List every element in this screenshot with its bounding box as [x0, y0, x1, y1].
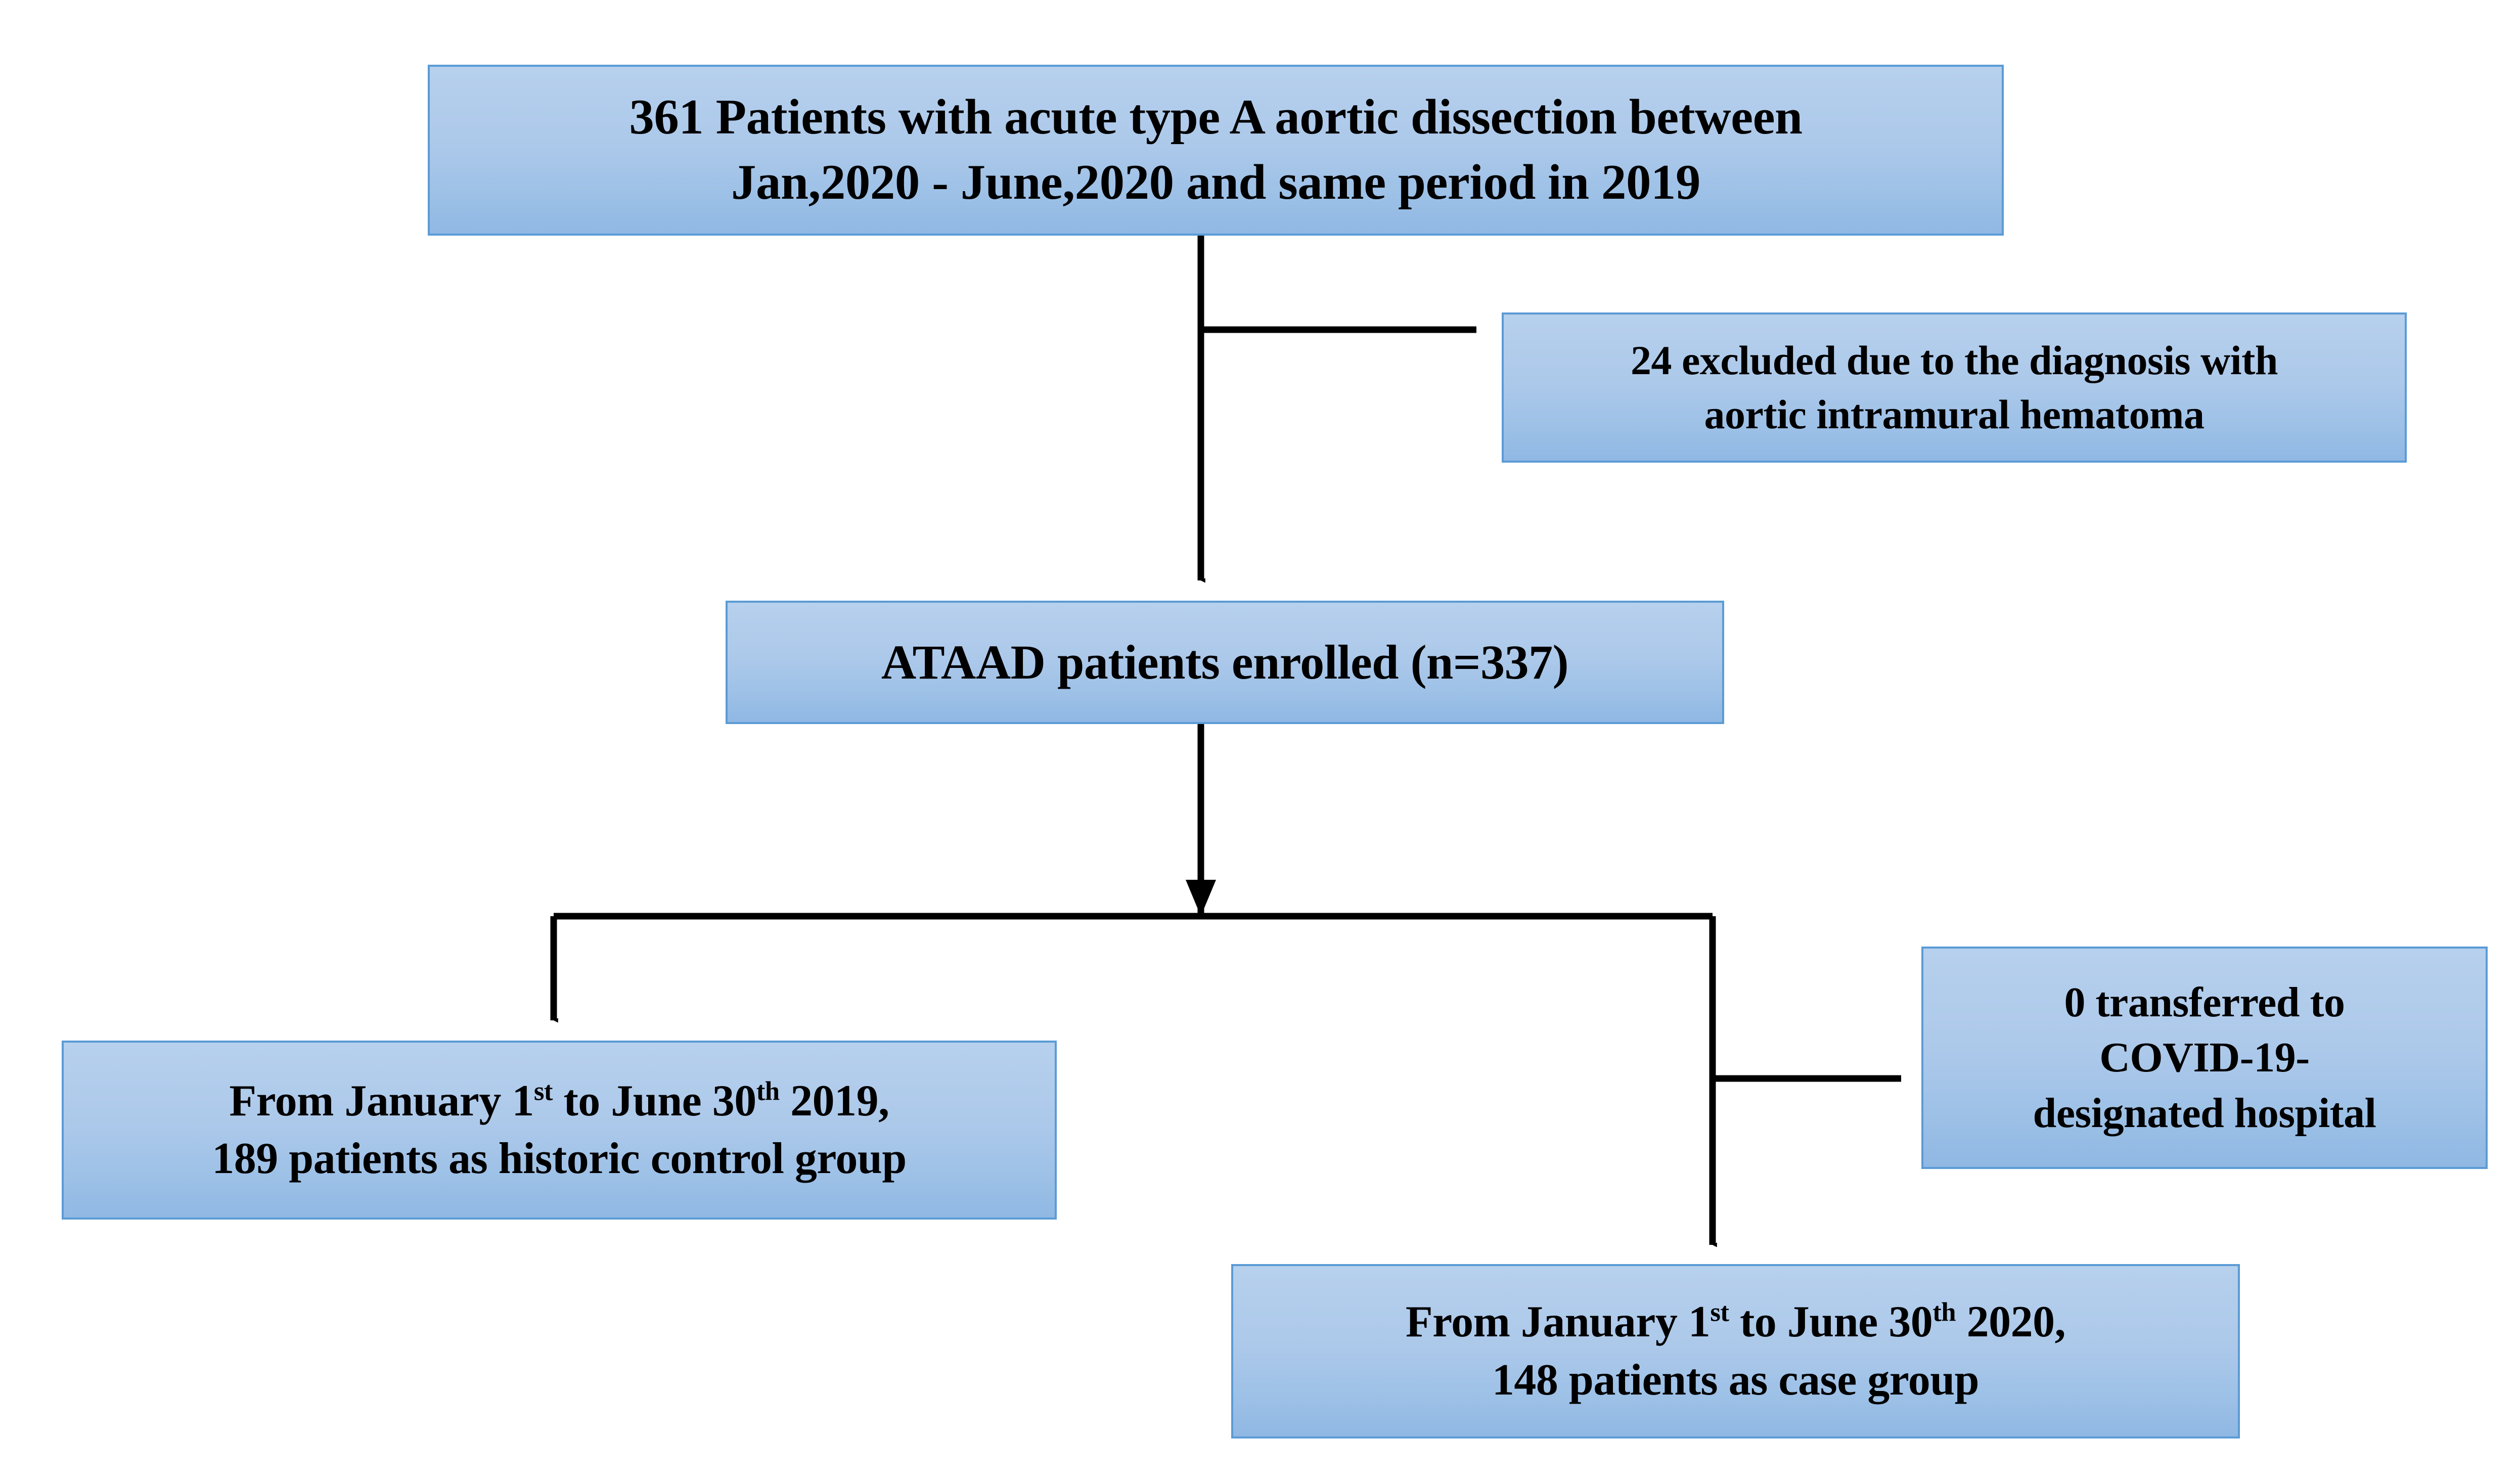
node-total-text: 361 Patients with acute type A aortic di…: [439, 85, 1993, 215]
edge-enrolled-to-split: [1186, 724, 1216, 919]
node-control-2019-line1: From January 1st to June 30th 2019,: [229, 1076, 889, 1126]
node-control-2019-ordinal-st: st: [533, 1076, 553, 1106]
node-historic-control-group-2019: From January 1st to June 30th 2019, 189 …: [62, 1041, 1057, 1220]
node-covid-line2: COVID-19-: [2099, 1034, 2310, 1082]
node-case-group-2020: From January 1st to June 30th 2020, 148 …: [1231, 1264, 2240, 1438]
node-enrolled-text: ATAAD patients enrolled (n=337): [881, 635, 1569, 689]
node-excluded-text: 24 excluded due to the diagnosis with ao…: [1513, 334, 2396, 441]
node-case-2020-ordinal-th: th: [1932, 1297, 1956, 1327]
node-case-2020-line1-post: 2020,: [1956, 1297, 2066, 1347]
node-excluded-patients: 24 excluded due to the diagnosis with ao…: [1502, 312, 2407, 463]
node-case-2020-line1-mid: to June 30: [1729, 1297, 1933, 1347]
node-ataad-enrolled: ATAAD patients enrolled (n=337): [726, 601, 1724, 724]
node-case-2020-line1: From January 1st to June 30th 2020,: [1405, 1297, 2066, 1347]
node-case-2020-ordinal-st: st: [1710, 1297, 1729, 1327]
node-covid-line1: 0 transferred to: [2064, 979, 2345, 1026]
node-case-2020-line2: 148 patients as case group: [1492, 1355, 1980, 1405]
node-total-line2: Jan,2020 - June,2020 and same period in …: [731, 155, 1700, 210]
node-covid19-transferred: 0 transferred to COVID-19- designated ho…: [1921, 947, 2488, 1169]
node-excluded-line2: aortic intramural hematoma: [1704, 391, 2205, 437]
node-total-patients: 361 Patients with acute type A aortic di…: [428, 65, 2004, 236]
node-covid-text: 0 transferred to COVID-19- designated ho…: [1932, 975, 2477, 1141]
node-control-2019-line1-mid: to June 30: [552, 1076, 756, 1126]
node-control-2019-line2: 189 patients as historic control group: [212, 1134, 907, 1183]
node-total-line1: 361 Patients with acute type A aortic di…: [629, 89, 1803, 145]
node-case-2020-line1-pre: From January 1: [1405, 1297, 1711, 1347]
node-excluded-line1: 24 excluded due to the diagnosis with: [1630, 337, 2278, 383]
node-control-2019-line1-pre: From January 1: [229, 1076, 534, 1126]
node-control-2019-ordinal-th: th: [756, 1076, 780, 1106]
node-control-2019-text: From January 1st to June 30th 2019, 189 …: [73, 1072, 1046, 1188]
node-control-2019-line1-post: 2019,: [779, 1076, 889, 1126]
node-case-2020-text: From January 1st to June 30th 2020, 148 …: [1242, 1293, 2229, 1409]
node-covid-line3: designated hospital: [2033, 1089, 2377, 1137]
